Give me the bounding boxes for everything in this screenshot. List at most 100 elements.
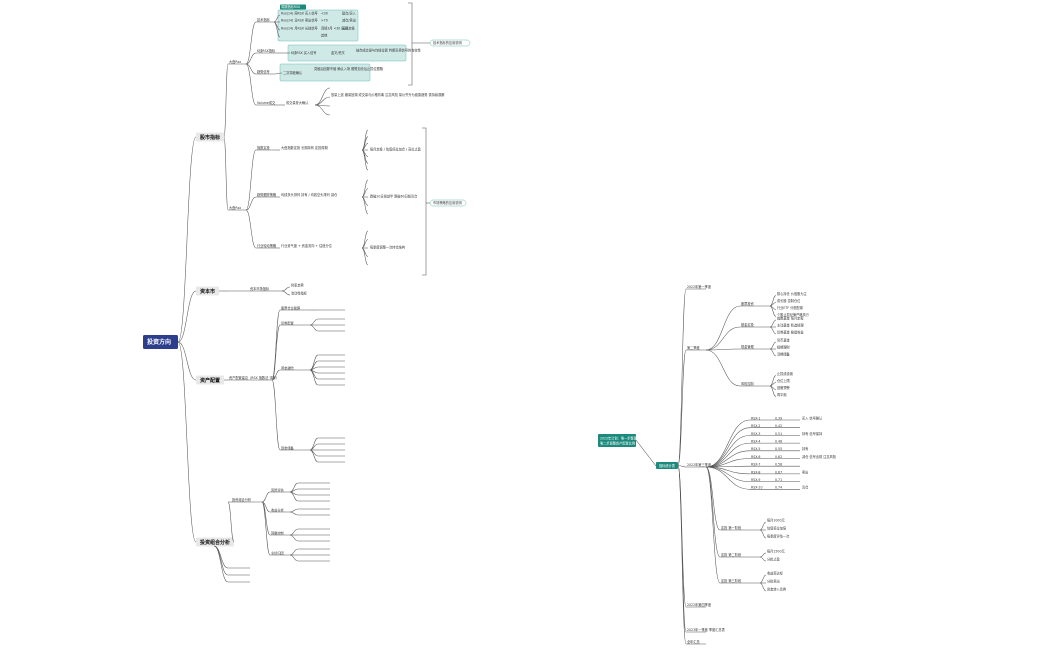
item-label: 均线多头排列 持有 / 均线空头排列 减仓 [281, 192, 338, 197]
item-label: 核心持仓 价值股为主 [777, 291, 808, 296]
item-label: 个股止损纪律严格执行 [777, 312, 810, 317]
item-label: 流动性指标 [291, 290, 308, 295]
item-label: Rsx(14) 日RSX 卖出信号 [281, 17, 318, 22]
sub-to-item-line [261, 501, 271, 556]
row-note: 买入 信号确认 [802, 415, 823, 420]
item-result: 建仓/买入 [342, 10, 357, 15]
group-label: 股票投资 [741, 301, 755, 306]
note-box [277, 9, 359, 42]
item-result: 放量上涨 缩量回调 成交量与价格背离 注意风险 量价齐升为健康趋势 需持续观察 [331, 92, 445, 97]
sub-to-group-line [245, 209, 257, 249]
item-to-detail-line [289, 491, 299, 502]
row-code: RSX-10 [751, 486, 762, 490]
row-code: RSX-1 [751, 416, 760, 420]
item-label: 资金转入债券 [767, 586, 787, 591]
group-to-item-line [759, 529, 767, 539]
item-to-detail-line [289, 528, 299, 536]
item-label: 债券基金 稳健收益 [777, 329, 804, 334]
group-label: K线RSX指标 [257, 48, 276, 53]
item-label: 现金储备 [281, 445, 295, 450]
group-label: 风险控制 [741, 381, 754, 386]
item-to-detail-line [361, 196, 369, 215]
root-to-branch-line [177, 341, 197, 543]
group-label: 趋势跟踪策略 [257, 192, 277, 197]
item-label: Rsx(14) 月RSX 长线信号 [281, 25, 318, 30]
row-value: 0.74 [775, 486, 782, 490]
row-value: 0.71 [775, 478, 782, 482]
branch-label: 资本市 [200, 288, 215, 295]
group-label: 定投 第一阶段 [721, 525, 742, 530]
root-to-branch-line [177, 341, 197, 381]
bracket [408, 2, 413, 86]
item-condition: 其他 [321, 32, 328, 37]
item-label: 短期理财 [777, 344, 791, 349]
right-root-label: 指标统计表 [659, 463, 676, 468]
plan-note-line-1: 2022年计划：第一步整理账户 [600, 436, 643, 441]
item-to-detail-line [361, 247, 369, 266]
row-value: 0.42 [775, 424, 782, 428]
branch-to-group-line [705, 348, 741, 351]
item-label: 利率走势 [291, 282, 305, 287]
left-mind-map: 投资方向股市指标资本市资产配置投资组合分析大盘Rsx大盘Rsx技术指标K线RSX… [143, 2, 471, 583]
item-to-detail-line [309, 449, 319, 463]
right-mind-map: 2022年计划：第一步整理账户 第二步调整资产配置比例指标统计表2022年第一季… [598, 284, 837, 645]
branch-to-row-line [705, 435, 751, 468]
group-label: 指数定投 [257, 145, 271, 150]
sub-to-item-line [271, 379, 281, 451]
row-value: 0.51 [775, 432, 782, 436]
item-to-detail-line [361, 179, 369, 198]
group-label: 基金定投 [741, 322, 755, 327]
item-to-detail-line [361, 230, 369, 249]
item-label: 活期储备 [777, 351, 791, 356]
branch-node [196, 286, 219, 296]
item-to-detail-line [289, 554, 299, 562]
item-label: 二次突破确认 [283, 70, 303, 75]
item-condition: 连续3月 <30 区间 [321, 25, 348, 30]
item-to-detail-line [314, 96, 331, 106]
group-label: 定投 第三阶段 [721, 578, 742, 583]
group-label: 定投 第二阶段 [721, 552, 742, 557]
sub-to-group-line [245, 21, 257, 65]
branch-to-sub-line [227, 501, 235, 543]
sub-to-group-line [245, 63, 257, 75]
right-branch-label: 2022年第一季度 [687, 284, 712, 289]
row-code: RSX-7 [751, 463, 760, 467]
sub-label: 资产配置建议（RSX 指数法 详解） [229, 375, 279, 380]
item-to-detail-line [309, 369, 319, 386]
item-label: 再平衡 [777, 392, 787, 397]
sub-to-group-line [245, 52, 257, 65]
item-to-detail-line [314, 104, 331, 116]
sub-to-group-line [245, 63, 257, 106]
row-value: 0.48 [775, 440, 782, 444]
item-result: 每季度调整一次持仓结构 [370, 245, 405, 250]
item-label: 成长股 控制仓位 [777, 298, 801, 303]
item-to-detail-line [361, 149, 369, 171]
branch-to-group-line [705, 466, 721, 584]
row-code: RSX-4 [751, 440, 760, 444]
group-to-item-line [759, 556, 767, 562]
right-root-node [656, 462, 678, 469]
item-label: 大盘指数定投 长期持有 定投周期 [281, 145, 328, 150]
branch-to-sub-line [223, 63, 229, 138]
item-label: 债券配置 [281, 320, 294, 325]
sub-to-item-line [281, 286, 291, 292]
group-to-item-line [759, 521, 767, 531]
group-to-item-line [759, 552, 767, 558]
row-code: RSX-5 [751, 447, 760, 451]
item-result: 每月定投 / 估值低位加仓 / 高位止盈 [370, 147, 422, 152]
item-label: 主动基金 精选经理 [777, 322, 804, 327]
item-label: 仓位上限 [777, 378, 791, 383]
item-label: 回撤预警 [777, 385, 791, 390]
branch-to-sub-line [223, 136, 229, 211]
row-code: RSX-9 [751, 478, 760, 482]
right-branch-label: 2022年第三季度 [687, 462, 712, 467]
item-result: 突破后回踩不破 确认入场 顺势加仓后止损位跟随 [314, 66, 384, 71]
row-note: 减仓 信号出现 注意风险 [802, 454, 837, 459]
row-value: 0.55 [775, 447, 782, 451]
group-to-item-line [769, 305, 777, 317]
sub-label: 大盘Rsx [229, 205, 241, 210]
branch-to-group-line [705, 466, 721, 558]
item-label: 每月1000元 [767, 517, 785, 522]
right-branch-label: 第二季度 [687, 345, 701, 350]
